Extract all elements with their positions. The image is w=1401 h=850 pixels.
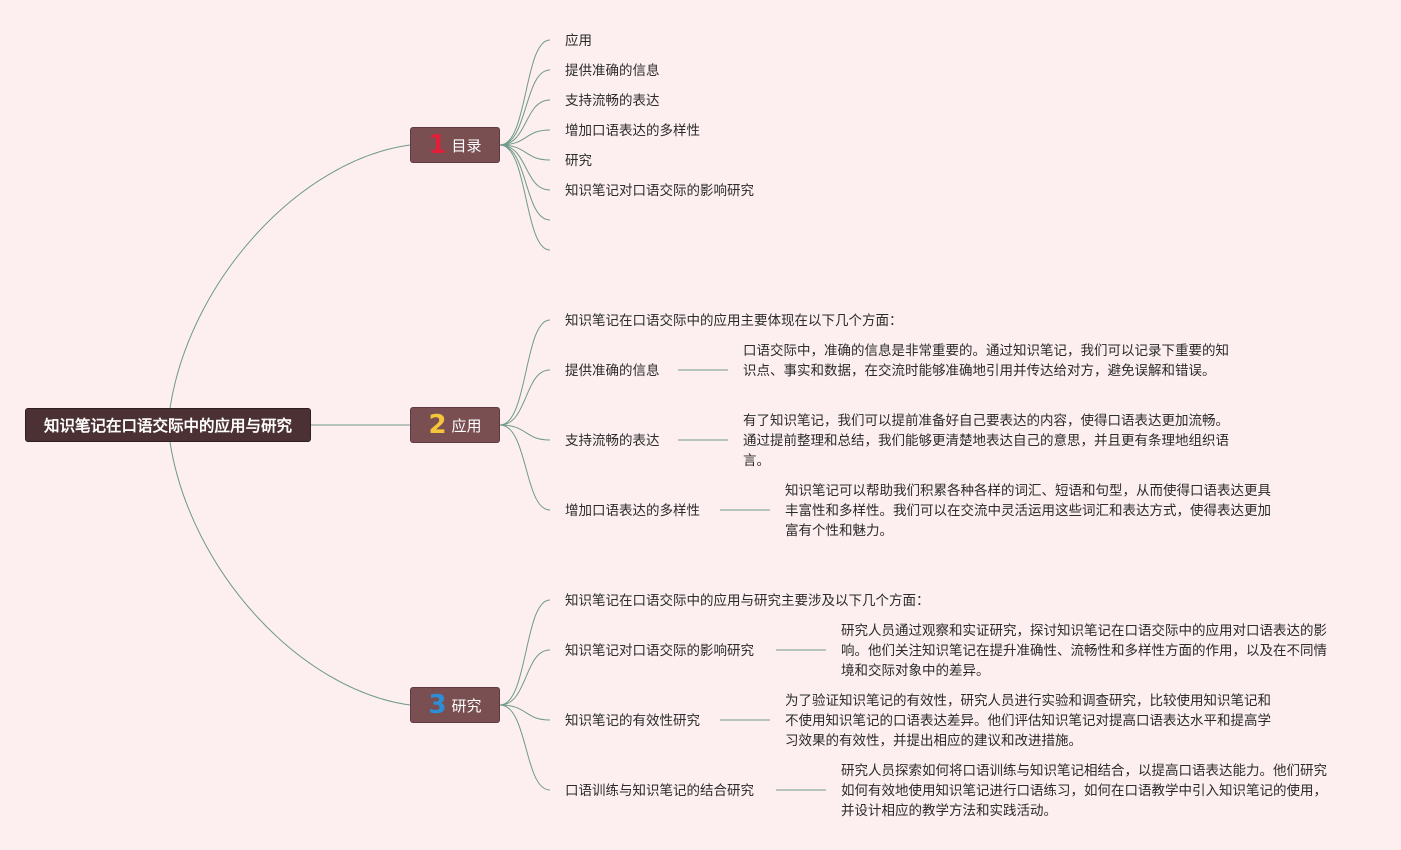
number-one-badge: 1 (428, 130, 447, 160)
toc-item[interactable]: 应用 (565, 33, 592, 49)
number-two-badge: 2 (428, 410, 447, 440)
branch-application[interactable]: 2 应用 (410, 407, 500, 443)
research-item-detail[interactable]: 为了验证知识笔记的有效性，研究人员进行实验和调查研究，比较使用知识笔记和不使用知… (785, 693, 1271, 749)
branch-research[interactable]: 3 研究 (410, 687, 500, 723)
research-item-title[interactable]: 口语训练与知识笔记的结合研究 (565, 783, 754, 799)
application-item-title[interactable]: 支持流畅的表达 (565, 433, 660, 449)
branch-toc-label: 目录 (451, 136, 482, 155)
toc-item[interactable]: 增加口语表达的多样性 (565, 123, 700, 139)
research-item-title[interactable]: 知识笔记的有效性研究 (565, 713, 700, 729)
connector-root-branch-3 (169, 441, 411, 706)
branch-toc[interactable]: 1 目录 (410, 127, 500, 163)
root-topic[interactable]: 知识笔记在口语交际中的应用与研究 (25, 408, 311, 442)
toc-item[interactable]: 知识笔记对口语交际的影响研究 (565, 183, 754, 199)
application-item-detail[interactable]: 有了知识笔记，我们可以提前准备好自己要表达的内容，使得口语表达更加流畅。通过提前… (743, 413, 1229, 469)
toc-item[interactable]: 研究 (565, 153, 592, 169)
branch-research-label: 研究 (451, 696, 482, 715)
toc-item[interactable]: 提供准确的信息 (565, 63, 660, 79)
number-three-badge: 3 (428, 690, 447, 720)
branch-application-label: 应用 (451, 416, 482, 435)
application-intro[interactable]: 知识笔记在口语交际中的应用主要体现在以下几个方面： (565, 313, 903, 329)
connector-root-branch-1 (169, 144, 411, 409)
research-item-detail[interactable]: 研究人员探索如何将口语训练与知识笔记相结合，以提高口语表达能力。他们研究如何有效… (841, 763, 1327, 819)
research-item-detail[interactable]: 研究人员通过观察和实证研究，探讨知识笔记在口语交际中的应用对口语表达的影响。他们… (841, 623, 1327, 679)
research-item-title[interactable]: 知识笔记对口语交际的影响研究 (565, 643, 754, 659)
application-item-detail[interactable]: 口语交际中，准确的信息是非常重要的。通过知识笔记，我们可以记录下重要的知识点、事… (743, 343, 1229, 379)
application-item-title[interactable]: 提供准确的信息 (565, 363, 660, 379)
research-intro[interactable]: 知识笔记在口语交际中的应用与研究主要涉及以下几个方面： (565, 593, 930, 609)
root-topic-label: 知识笔记在口语交际中的应用与研究 (43, 417, 292, 435)
toc-item[interactable]: 支持流畅的表达 (565, 93, 660, 109)
application-item-title[interactable]: 增加口语表达的多样性 (565, 503, 700, 519)
application-item-detail[interactable]: 知识笔记可以帮助我们积累各种各样的词汇、短语和句型，从而使得口语表达更具丰富性和… (785, 483, 1271, 539)
